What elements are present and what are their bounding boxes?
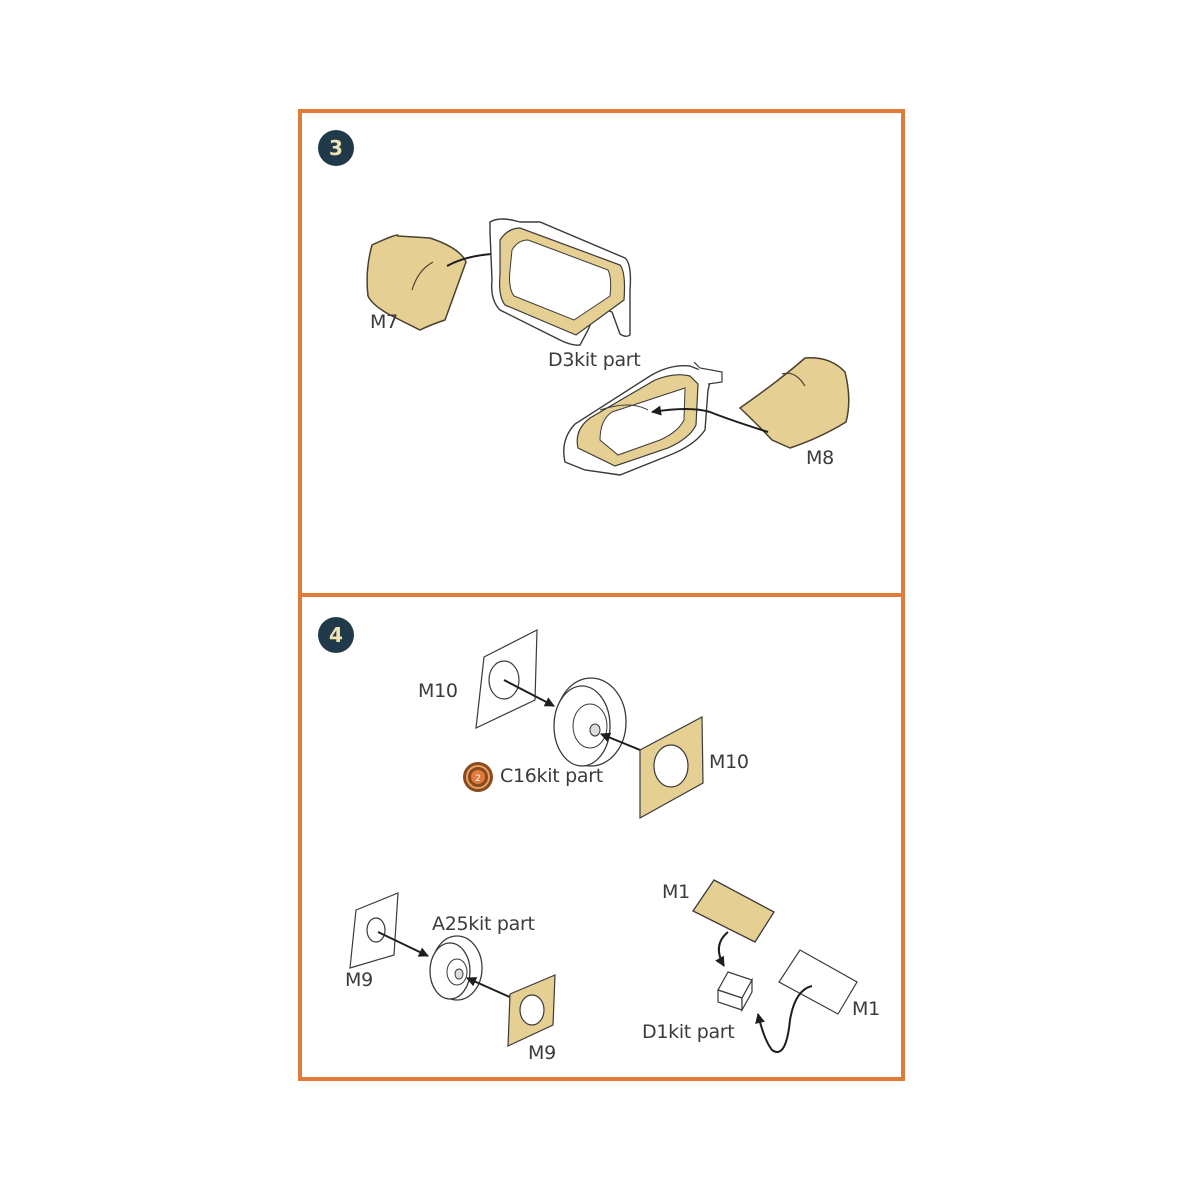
kit-part-d3-upper bbox=[489, 218, 632, 346]
mask-m1-right bbox=[778, 949, 858, 1015]
mask-m10-left bbox=[475, 629, 538, 730]
mask-m9-right bbox=[507, 974, 556, 1047]
label-a25-kit-part: A25kit part bbox=[432, 913, 535, 935]
label-m10-left: M10 bbox=[418, 680, 458, 702]
label-m7: M7 bbox=[370, 311, 398, 333]
wheel-c16 bbox=[553, 677, 627, 767]
label-m9-right: M9 bbox=[528, 1042, 556, 1064]
paint-reference-icon: 2 bbox=[463, 762, 493, 792]
mask-m10-right bbox=[639, 716, 704, 820]
arrow-m10-left bbox=[503, 679, 555, 707]
wheel-a25 bbox=[429, 935, 483, 1001]
arrow-m10-right bbox=[600, 732, 646, 753]
arrow-m1-top bbox=[715, 931, 729, 967]
mask-m8 bbox=[738, 357, 850, 449]
label-m1-right: M1 bbox=[852, 998, 880, 1020]
label-d1-kit-part: D1kit part bbox=[642, 1021, 735, 1043]
mask-m9-left bbox=[349, 892, 399, 969]
kit-part-d3-lower bbox=[563, 361, 723, 476]
mask-m1-top bbox=[692, 879, 775, 943]
step-3-badge: 3 bbox=[318, 130, 354, 166]
svg-text:2: 2 bbox=[475, 774, 481, 784]
label-d3-kit-part: D3kit part bbox=[548, 349, 641, 371]
label-m8: M8 bbox=[806, 447, 834, 469]
arrow-m9-left bbox=[377, 931, 429, 957]
label-m9-left: M9 bbox=[345, 969, 373, 991]
kit-part-d1 bbox=[717, 971, 753, 1013]
step-divider bbox=[298, 593, 905, 597]
arrow-m8 bbox=[651, 405, 769, 433]
label-c16-kit-part: C16kit part bbox=[500, 765, 603, 787]
step-4-badge: 4 bbox=[318, 617, 354, 653]
label-m1-top: M1 bbox=[662, 881, 690, 903]
label-m10-right: M10 bbox=[709, 751, 749, 773]
mask-m7 bbox=[366, 234, 467, 331]
arrow-m9-right bbox=[466, 977, 513, 999]
arrow-m1-right bbox=[755, 985, 813, 1053]
